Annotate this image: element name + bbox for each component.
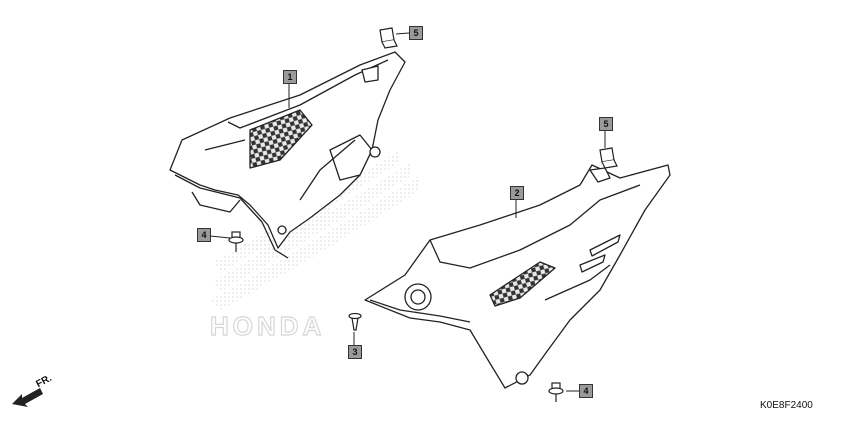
side-cover-left [169,51,406,259]
bolt-4-left [228,231,244,252]
callout-5-left: 5 [409,26,423,40]
side-cover-right [364,164,671,389]
front-direction-arrow-icon [12,388,43,407]
callout-4-right: 4 [579,384,593,398]
screw-3 [348,312,362,331]
clip-5-left [379,27,398,49]
callout-2: 2 [510,186,524,200]
leader-lines [209,32,606,392]
svg-text:HONDA: HONDA [210,311,325,341]
callout-4-left: 4 [197,228,211,242]
clip-5-right [599,147,618,169]
callout-5-right: 5 [599,117,613,131]
diagram-code: K0E8F2400 [760,400,813,411]
callout-3: 3 [348,345,362,359]
bolt-4-right [548,382,564,402]
callout-1: 1 [283,70,297,84]
